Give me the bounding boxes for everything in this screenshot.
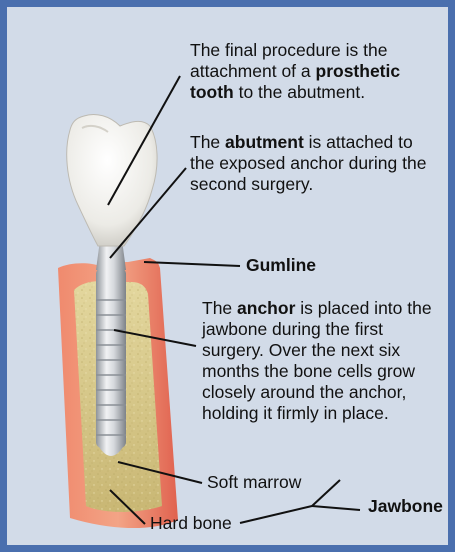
prosthetic-crown xyxy=(67,114,157,246)
anchor-note: The anchor is placed into the jawbone du… xyxy=(202,298,442,424)
implant-anchor xyxy=(96,268,126,456)
gumline-label: Gumline xyxy=(246,255,316,276)
jawbone-label: Jawbone xyxy=(368,496,443,517)
hard-bone-label: Hard bone xyxy=(150,513,232,534)
prosthetic-note: The final procedure is the attachment of… xyxy=(190,40,440,103)
abutment-note: The abutment is attached to the exposed … xyxy=(190,132,440,195)
soft-marrow-label: Soft marrow xyxy=(207,472,301,493)
